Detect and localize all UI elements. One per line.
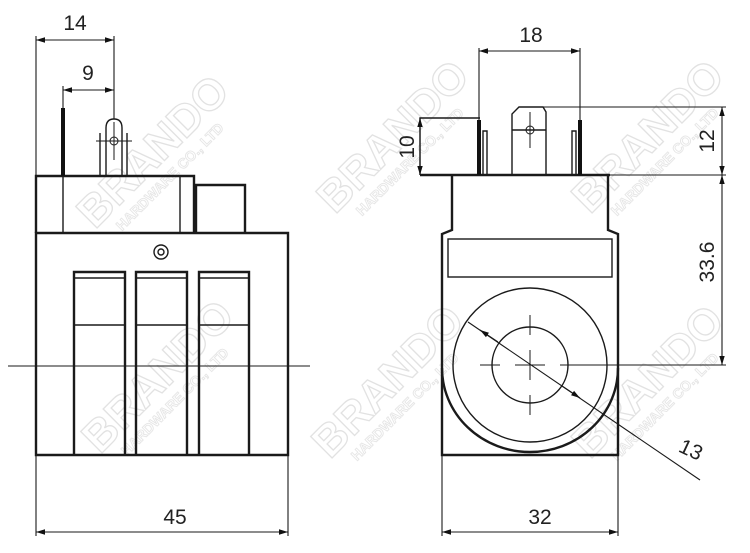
dimension-45: 45 — [35, 455, 289, 536]
svg-text:12: 12 — [696, 129, 719, 152]
dimension-18: 18 — [478, 24, 581, 120]
svg-text:BRANDO: BRANDO — [72, 291, 243, 462]
center-spade-terminal — [511, 106, 547, 175]
svg-text:18: 18 — [519, 24, 542, 47]
svg-text:9: 9 — [82, 62, 94, 85]
dimension-12: 12 — [543, 106, 726, 176]
dimension-33-6: 33.6 — [560, 175, 726, 366]
svg-text:14: 14 — [63, 12, 87, 35]
dimension-10: 10 — [396, 118, 423, 175]
left-view: 14 9 45 — [8, 12, 310, 536]
svg-text:45: 45 — [163, 506, 186, 529]
dimension-14: 14 — [35, 12, 115, 176]
svg-text:10: 10 — [396, 135, 419, 158]
svg-text:33.6: 33.6 — [696, 242, 719, 283]
svg-text:BRANDO: BRANDO — [562, 296, 733, 467]
dimension-9: 9 — [62, 62, 114, 108]
watermark: BRANDO HARDWARE CO., LTD BRANDO HARDWARE… — [67, 50, 734, 467]
dimension-32: 32 — [441, 455, 619, 536]
svg-text:BRANDO: BRANDO — [302, 296, 473, 467]
mounting-screw-icon — [153, 244, 169, 260]
coil-body — [34, 231, 290, 457]
svg-text:13: 13 — [675, 435, 706, 466]
svg-text:BRANDO: BRANDO — [67, 66, 238, 237]
right-view: 18 10 12 33.6 13 32 — [396, 24, 726, 536]
connector-housing — [34, 174, 247, 233]
svg-text:32: 32 — [528, 506, 551, 529]
